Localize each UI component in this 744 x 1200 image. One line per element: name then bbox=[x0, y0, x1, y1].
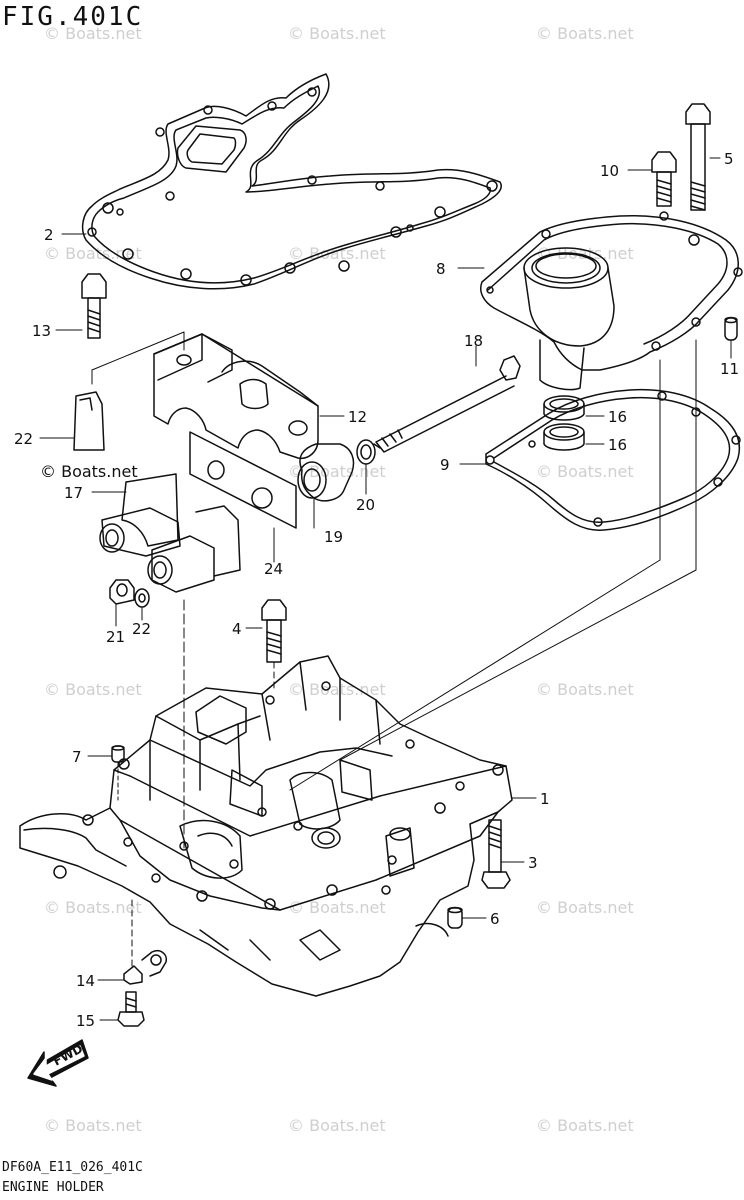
callout-1: 1 bbox=[540, 790, 550, 808]
callout-24: 24 bbox=[264, 560, 284, 578]
dowel-pin[interactable] bbox=[724, 316, 738, 341]
bracket-bolt[interactable] bbox=[81, 273, 107, 339]
watermark: © Boats.net bbox=[44, 680, 142, 699]
watermark: © Boats.net bbox=[288, 462, 386, 481]
holder-dowel[interactable] bbox=[447, 906, 463, 929]
short-bolt[interactable] bbox=[651, 151, 677, 207]
gasket-lower[interactable] bbox=[485, 388, 741, 531]
callout-16b: 16 bbox=[608, 436, 628, 454]
callout-10: 10 bbox=[600, 162, 620, 180]
callout-6: 6 bbox=[490, 910, 500, 928]
small-washer[interactable] bbox=[134, 588, 150, 608]
diagram-code: DF60A_E11_026_401C bbox=[2, 1160, 143, 1175]
watermark: © Boats.net bbox=[40, 462, 138, 481]
spring-clip[interactable] bbox=[73, 391, 105, 451]
watermark: © Boats.net bbox=[288, 1116, 386, 1135]
holder-bolt[interactable] bbox=[261, 599, 287, 663]
mount-block[interactable] bbox=[99, 473, 241, 593]
watermark: © Boats.net bbox=[536, 462, 634, 481]
rubber-mount[interactable] bbox=[297, 443, 355, 502]
callout-14: 14 bbox=[76, 972, 96, 990]
watermark: © Boats.net bbox=[288, 898, 386, 917]
diagram-name: ENGINE HOLDER bbox=[2, 1180, 104, 1195]
callout-22: 22 bbox=[132, 620, 152, 638]
watermark: © Boats.net bbox=[536, 1116, 634, 1135]
callout-2: 2 bbox=[44, 226, 54, 244]
watermark: © Boats.net bbox=[288, 244, 386, 263]
callout-15: 15 bbox=[76, 1012, 96, 1030]
nut[interactable] bbox=[109, 579, 135, 605]
seal-ring-upper[interactable] bbox=[543, 395, 585, 421]
watermark: © Boats.net bbox=[536, 24, 634, 43]
callout-23: 22 bbox=[14, 430, 34, 448]
forward-arrow-icon bbox=[27, 1039, 89, 1087]
seal-ring-lower[interactable] bbox=[543, 423, 585, 451]
figure-title: FIG.401C bbox=[2, 2, 144, 32]
cover-plate[interactable] bbox=[480, 211, 743, 391]
callout-9: 9 bbox=[440, 456, 450, 474]
callout-17: 17 bbox=[64, 484, 84, 502]
watermark: © Boats.net bbox=[536, 680, 634, 699]
leader-lines bbox=[39, 157, 732, 1021]
callout-19: 18 bbox=[464, 332, 484, 350]
engine-holder[interactable] bbox=[19, 655, 513, 997]
callout-18: 19 bbox=[324, 528, 344, 546]
gasket-upper[interactable] bbox=[81, 73, 502, 290]
long-bolt[interactable] bbox=[685, 103, 711, 211]
callout-8: 8 bbox=[436, 260, 446, 278]
callout-13: 13 bbox=[32, 322, 52, 340]
washer[interactable] bbox=[356, 439, 376, 465]
watermark: © Boats.net bbox=[44, 244, 142, 263]
small-bolt[interactable] bbox=[117, 991, 145, 1027]
callout-4: 4 bbox=[232, 620, 242, 638]
callout-21: 21 bbox=[106, 628, 126, 646]
watermark: © Boats.net bbox=[536, 898, 634, 917]
mount-bracket[interactable] bbox=[153, 333, 319, 460]
callout-11: 11 bbox=[720, 360, 740, 378]
callout-7: 7 bbox=[72, 748, 82, 766]
watermark: © Boats.net bbox=[288, 24, 386, 43]
callout-3: 3 bbox=[528, 854, 538, 872]
callout-16a: 16 bbox=[608, 408, 628, 426]
watermark: © Boats.net bbox=[44, 1116, 142, 1135]
callout-12: 12 bbox=[348, 408, 368, 426]
through-bolt[interactable] bbox=[373, 355, 521, 453]
watermark: © Boats.net bbox=[288, 680, 386, 699]
grommet-fitting[interactable] bbox=[123, 950, 168, 985]
callout-20: 20 bbox=[356, 496, 376, 514]
callout-5: 5 bbox=[724, 150, 734, 168]
holder-side-bolt[interactable] bbox=[481, 819, 511, 889]
spacer-plate[interactable] bbox=[189, 431, 297, 529]
watermark: © Boats.net bbox=[44, 24, 142, 43]
watermark: © Boats.net bbox=[44, 898, 142, 917]
